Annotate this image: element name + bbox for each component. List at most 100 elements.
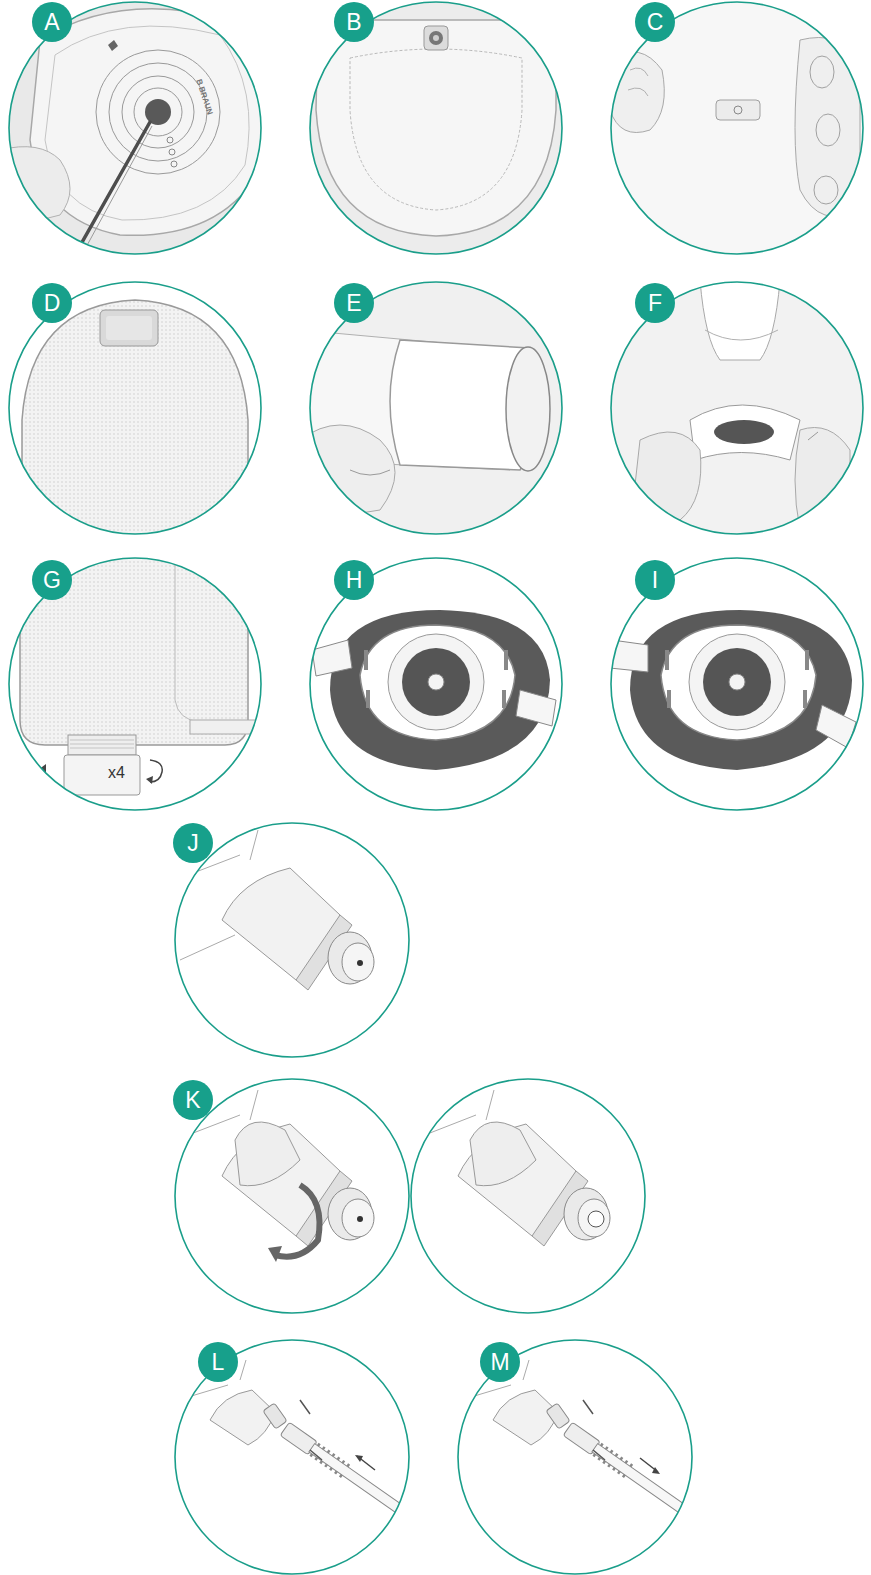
pouch-front-illustration-part bbox=[429, 31, 443, 45]
belt-flange-illustration-part bbox=[703, 648, 771, 716]
outlet-twist-illustration-part bbox=[357, 1216, 363, 1222]
panel-frame-part bbox=[9, 558, 261, 810]
applying-pouch-illustration-part bbox=[610, 52, 664, 133]
badge-circle bbox=[635, 283, 675, 323]
step-letter: G bbox=[43, 569, 61, 592]
belt-flange-illustration-part bbox=[428, 674, 444, 690]
tube-release-illustration-part-part bbox=[592, 1444, 712, 1532]
step-letter: A bbox=[44, 11, 59, 34]
panel-frame-part bbox=[611, 2, 863, 254]
step-letter: K bbox=[185, 1089, 200, 1112]
outlet-folding-illustration-part bbox=[146, 776, 153, 784]
tube-connect-illustration-part bbox=[170, 1335, 415, 1575]
panel-frame-part bbox=[9, 2, 261, 254]
belt-flange-illustration-part bbox=[689, 634, 785, 730]
badge-circle bbox=[334, 560, 374, 600]
badge-circle bbox=[635, 560, 675, 600]
pouch-back-illustration-part bbox=[106, 316, 152, 340]
badge-circle bbox=[334, 2, 374, 42]
outlet-cone-illustration-part bbox=[170, 820, 415, 1060]
rolled-outlet-illustration-part bbox=[350, 470, 390, 475]
flange-cutting-illustration-part bbox=[78, 126, 152, 262]
panel-frame-part bbox=[458, 1340, 692, 1574]
badge-circle bbox=[198, 1342, 238, 1382]
badge-circle bbox=[173, 823, 213, 863]
flange-cutting-illustration-part bbox=[134, 88, 182, 136]
tube-release-illustration-part bbox=[546, 1403, 570, 1429]
panel-frame-part bbox=[310, 282, 562, 534]
applying-pouch-illustration bbox=[587, 0, 871, 300]
step-badge: F bbox=[635, 283, 675, 323]
belt-flange-illustration-part bbox=[630, 610, 852, 770]
flange-cutting-illustration-part bbox=[167, 137, 173, 143]
step-letter: J bbox=[187, 832, 199, 855]
step-letter: B bbox=[346, 11, 361, 34]
panel-frame-part bbox=[411, 1079, 645, 1313]
step-letter: E bbox=[346, 292, 361, 315]
flange-cutting-illustration-part bbox=[171, 161, 177, 167]
pouch-back-illustration bbox=[0, 280, 270, 545]
rolled-outlet-illustration-part bbox=[300, 280, 570, 540]
belt-flange-illustration-part bbox=[312, 640, 352, 676]
panel-frame-part bbox=[175, 1079, 409, 1313]
tube-connect-illustration-part bbox=[210, 1390, 275, 1445]
outlet-twist-illustration-part bbox=[275, 1185, 320, 1257]
outlet-folding-illustration-part bbox=[175, 555, 270, 722]
outlet-open-illustration-part bbox=[405, 1075, 650, 1320]
belt-flange-illustration-part bbox=[360, 625, 515, 740]
belt-flange-illustration-part bbox=[402, 648, 470, 716]
pouch-front-illustration-part bbox=[433, 35, 439, 41]
belt-flange-illustration-part bbox=[729, 674, 745, 690]
belt-flange-illustration-part bbox=[388, 634, 484, 730]
belt-flange-illustration bbox=[600, 555, 870, 815]
applying-pouch-illustration-part bbox=[587, 0, 871, 300]
badge-circle bbox=[173, 1080, 213, 1120]
outlet-folding-illustration-part bbox=[20, 555, 248, 745]
draining-illustration-part bbox=[630, 432, 701, 530]
step-badge: G bbox=[32, 560, 72, 600]
flange-cutting-illustration-part bbox=[0, 147, 70, 230]
outlet-twist-illustration-part bbox=[235, 1122, 300, 1186]
draining-illustration-part bbox=[808, 432, 818, 440]
repeat-count: x4 bbox=[108, 764, 125, 782]
panel-frame-part bbox=[611, 282, 863, 534]
applying-pouch-illustration-part bbox=[628, 68, 648, 96]
panel-frame-part bbox=[9, 282, 261, 534]
belt-flange-illustration-part bbox=[600, 555, 870, 815]
belt-flange-illustration-part bbox=[300, 555, 570, 815]
belt-flange-illustration-part bbox=[816, 705, 856, 748]
panel-frame-part bbox=[310, 2, 562, 254]
outlet-folding-illustration-part bbox=[68, 735, 136, 755]
flange-cutting-illustration-part bbox=[108, 40, 118, 51]
outlet-folding-illustration-part bbox=[64, 755, 140, 795]
panel-frame-part bbox=[175, 823, 409, 1057]
pouch-back-illustration-part bbox=[22, 300, 248, 545]
belt-flange-illustration-part bbox=[610, 640, 648, 672]
outlet-twist-illustration-part bbox=[342, 1199, 374, 1237]
step-letter: I bbox=[652, 569, 658, 592]
outlet-twist-illustration-part bbox=[170, 1075, 415, 1320]
draining-illustration-part bbox=[690, 405, 800, 460]
flange-cutting-illustration-part bbox=[109, 63, 207, 161]
outlet-open-illustration-part bbox=[578, 1199, 610, 1237]
step-badge: C bbox=[635, 2, 675, 42]
draining-illustration bbox=[600, 280, 870, 540]
flange-cutting-illustration-part bbox=[72, 122, 150, 260]
rolled-outlet-illustration bbox=[300, 280, 570, 540]
applying-pouch-illustration-part bbox=[734, 106, 742, 114]
badge-circle bbox=[32, 2, 72, 42]
badge-circle bbox=[32, 283, 72, 323]
pouch-back-illustration-part bbox=[100, 310, 158, 346]
step-badge: K bbox=[173, 1080, 213, 1120]
pouch-front-illustration-part bbox=[300, 0, 570, 260]
applying-pouch-illustration-part bbox=[816, 114, 840, 146]
outlet-open-illustration bbox=[405, 1075, 650, 1320]
draining-illustration-part bbox=[705, 330, 778, 340]
flange-cutting-illustration-part bbox=[122, 76, 194, 148]
outlet-twist-illustration bbox=[170, 1075, 415, 1320]
outlet-twist-illustration-part bbox=[268, 1246, 282, 1262]
step-badge: L bbox=[198, 1342, 238, 1382]
pouch-front-illustration-part bbox=[350, 49, 522, 210]
step-letter: H bbox=[346, 569, 363, 592]
